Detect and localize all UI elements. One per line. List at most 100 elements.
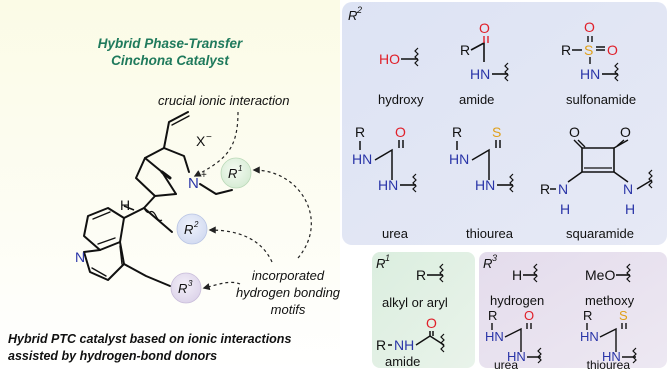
footer-line-1: Hybrid PTC catalyst based on ionic inter… — [8, 332, 291, 346]
hydroxy-ho: HO — [379, 51, 400, 67]
r1-panel — [372, 252, 475, 368]
hbond-line-3: motifs — [271, 302, 306, 317]
r3-urea-o: O — [524, 308, 534, 323]
r1-amide-r: R — [376, 337, 386, 353]
hbond-line-2: hydrogen bonding — [236, 285, 341, 300]
r1-amide: O R NH amide — [376, 315, 445, 369]
arrow-to-r2 — [208, 226, 273, 263]
counter-ion-charge: − — [206, 132, 212, 143]
sq-n-2: N — [623, 181, 633, 197]
sulf-hn: HN — [580, 66, 600, 82]
plus-charge: + — [201, 170, 207, 181]
wavy-bond — [143, 207, 163, 222]
thio-r: R — [452, 124, 462, 140]
sulfonamide-label: sulfonamide — [566, 92, 636, 107]
r1-circle: R 1 — [220, 157, 252, 189]
r3-panel-title: R — [483, 256, 492, 271]
sulf-s: S — [584, 42, 593, 58]
r3-urea-hn-2: HN — [507, 349, 526, 364]
counter-ion-symbol: X — [196, 133, 206, 149]
r1-alkyl-aryl: R alkyl or aryl — [382, 263, 448, 310]
r2-circle: R 2 — [176, 213, 208, 245]
r1-amide-label: amide — [385, 354, 420, 369]
sq-r: R — [540, 181, 550, 197]
title-line-2: Cinchona Catalyst — [111, 53, 229, 68]
thio-hn-2: HN — [475, 177, 495, 193]
r1-symbol: R — [228, 166, 237, 181]
r2-sulfonamide: R S O O HN sulfonamide — [561, 19, 636, 107]
r2-urea: R O HN HN urea — [352, 124, 417, 241]
amide-label: amide — [459, 92, 494, 107]
r3-circle: R 3 — [170, 272, 202, 304]
thio-hn-1: HN — [449, 151, 469, 167]
r1-alkyl-r: R — [416, 267, 426, 283]
arrow-to-r3 — [202, 281, 241, 291]
r3-hydrogen: H hydrogen — [490, 263, 544, 308]
arrow-to-r1 — [252, 166, 312, 259]
urea-hn-1: HN — [352, 151, 372, 167]
h-atom: H — [120, 197, 130, 213]
r1-amide-nh: NH — [394, 337, 414, 353]
r1-panel-title-sup: 1 — [385, 253, 390, 263]
r3-panel — [479, 252, 667, 368]
r3-urea-label: urea — [494, 358, 518, 370]
r3-h: H — [512, 267, 522, 283]
r3-thiourea: R S HN HN — [580, 308, 637, 364]
sq-h-1: H — [560, 201, 570, 217]
r2-symbol: R — [184, 222, 193, 237]
r2-panel-title: R — [348, 8, 357, 23]
cinchona-skeleton — [83, 111, 233, 287]
r1-sup: 1 — [238, 164, 242, 173]
amide-hn: HN — [470, 66, 490, 82]
ammonium-nitrogen: N — [188, 175, 199, 192]
r3-methoxy: MeO methoxy — [585, 263, 635, 308]
r3-thiourea-label: thiourea — [587, 358, 631, 370]
urea-o: O — [395, 124, 406, 140]
sulf-r: R — [561, 42, 571, 58]
r3-urea: R O HN HN — [485, 308, 542, 364]
r2-thiourea: R S HN HN thiourea — [449, 124, 514, 241]
hbond-label: incorporated hydrogen bonding motifs — [236, 268, 341, 317]
sq-o-1: O — [569, 124, 580, 140]
r3-panel-title-sup: 3 — [492, 253, 497, 263]
r2-panel — [342, 2, 667, 245]
r2-squaramide: O O R N H N H squaramide — [540, 124, 653, 241]
r1-panel-title: R — [376, 256, 385, 271]
r1-amide-o: O — [426, 315, 437, 331]
r2-sup: 2 — [193, 220, 199, 229]
r3-thio-r: R — [583, 308, 592, 323]
sq-o-2: O — [620, 124, 631, 140]
r3-thio-s: S — [619, 308, 628, 323]
r3-thio-hn-2: HN — [602, 349, 621, 364]
r3-symbol: R — [178, 281, 187, 296]
sq-n-1: N — [558, 181, 568, 197]
hydroxy-label: hydroxy — [378, 92, 424, 107]
amide-o: O — [479, 20, 490, 36]
sulf-o-top: O — [584, 19, 595, 35]
quinoline-nitrogen: N — [75, 249, 85, 265]
r3-meo: MeO — [585, 267, 615, 283]
sq-h-2: H — [625, 201, 635, 217]
r3-methoxy-label: methoxy — [585, 293, 635, 308]
counter-ion: X − — [196, 132, 212, 149]
r3-sup: 3 — [188, 279, 193, 288]
urea-label: urea — [382, 226, 409, 241]
amide-r: R — [460, 42, 470, 58]
thio-s: S — [492, 124, 501, 140]
r2-amide: R O HN amide — [459, 20, 509, 107]
urea-r: R — [355, 124, 365, 140]
urea-hn-2: HN — [378, 177, 398, 193]
stereo-bond — [123, 205, 135, 211]
thiourea-label: thiourea — [466, 226, 514, 241]
title-line-1: Hybrid Phase-Transfer — [98, 36, 243, 51]
catalyst-title: Hybrid Phase-Transfer Cinchona Catalyst — [98, 36, 243, 68]
ionic-arrow — [193, 111, 239, 177]
r3-urea-hn-1: HN — [485, 329, 504, 344]
r3-thio-hn-1: HN — [580, 329, 599, 344]
ionic-interaction-label: crucial ionic interaction — [158, 93, 290, 108]
r3-urea-r: R — [488, 308, 497, 323]
footer-caption: Hybrid PTC catalyst based on ionic inter… — [8, 332, 291, 363]
r2-panel-title-sup: 2 — [356, 5, 362, 15]
